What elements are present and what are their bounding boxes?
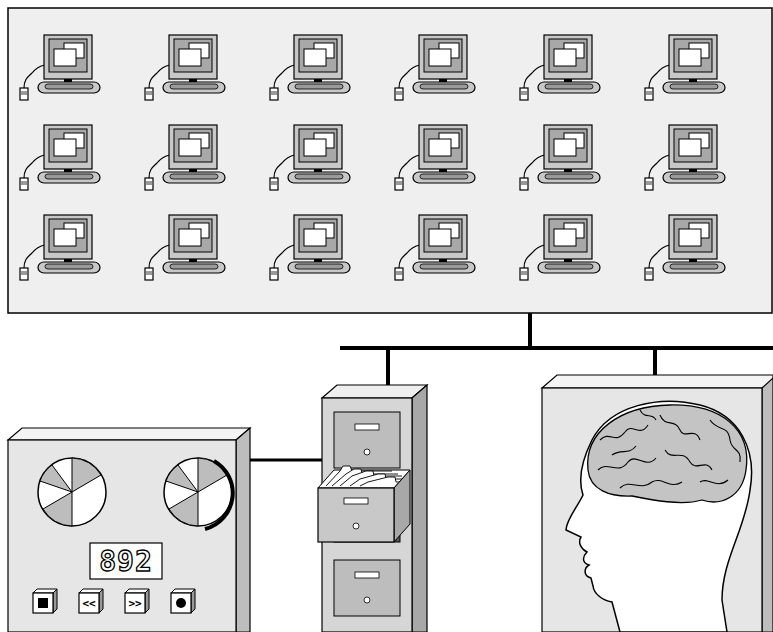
open-drawer-front	[318, 488, 394, 542]
head-profile	[566, 401, 752, 632]
computer	[145, 215, 225, 280]
button-symbol: >>	[125, 593, 145, 613]
forward-button	[125, 593, 145, 613]
computer	[270, 215, 350, 280]
drawer	[334, 560, 400, 616]
drawer-handle	[355, 424, 379, 430]
button-side	[145, 589, 149, 613]
computer	[20, 215, 100, 280]
computer	[20, 125, 100, 190]
brain-folds	[598, 410, 740, 488]
computer	[270, 35, 350, 100]
record-button	[171, 593, 191, 613]
computer	[645, 125, 725, 190]
box-side	[762, 378, 773, 632]
brain-fold	[612, 446, 636, 455]
file-cards	[326, 466, 406, 486]
drawer-handle	[355, 572, 379, 578]
button-symbol: <<	[79, 593, 99, 613]
drawer	[334, 412, 400, 468]
reel-spokes	[40, 458, 101, 526]
recorder-front	[8, 440, 236, 632]
box-front	[542, 388, 762, 632]
drawer-lock	[364, 449, 370, 455]
bus-wire	[528, 313, 532, 348]
stop-symbol	[38, 598, 48, 608]
computer	[520, 125, 600, 190]
brain-fold	[598, 458, 656, 470]
computer	[645, 215, 725, 280]
bus-wire	[340, 346, 773, 350]
counter-readout: 892	[90, 543, 162, 579]
open-drawer-side	[394, 470, 410, 542]
recorder-wire	[250, 459, 322, 462]
drawer-lock	[353, 523, 359, 529]
reel-spokes	[166, 458, 227, 526]
computer	[395, 215, 475, 280]
file-cabinet	[318, 385, 427, 632]
box-top	[542, 375, 773, 388]
tape	[205, 461, 233, 529]
brain-fold	[710, 420, 740, 462]
computer	[270, 125, 350, 190]
recorder-side	[236, 428, 250, 632]
counter-display	[90, 543, 162, 579]
cabinet-top	[322, 385, 427, 398]
stop-button	[33, 593, 53, 613]
computer	[520, 215, 600, 280]
brain-fold	[620, 480, 682, 488]
computer	[20, 35, 100, 100]
button-side	[191, 589, 195, 613]
computer	[395, 35, 475, 100]
drawer-handle	[344, 498, 368, 504]
brain-fold	[600, 425, 648, 440]
brain-fold	[640, 410, 656, 420]
brain-fold	[660, 415, 700, 440]
computer	[645, 35, 725, 100]
recorder-top	[8, 428, 250, 440]
brain	[588, 405, 747, 503]
computer	[520, 35, 600, 100]
brain-fold	[700, 480, 728, 484]
bus-wire	[386, 348, 390, 386]
tape-reel	[38, 458, 106, 526]
computer	[145, 35, 225, 100]
workstation-panel	[8, 8, 772, 313]
drawer-lock	[364, 597, 370, 603]
record-symbol	[176, 598, 186, 608]
cabinet-side	[412, 385, 427, 632]
rewind-button	[79, 593, 99, 613]
tape-recorder	[8, 428, 250, 632]
computer	[395, 125, 475, 190]
brain-box	[542, 375, 773, 632]
bus-wire	[653, 348, 657, 377]
brain-fold	[665, 450, 712, 470]
computer	[145, 125, 225, 190]
